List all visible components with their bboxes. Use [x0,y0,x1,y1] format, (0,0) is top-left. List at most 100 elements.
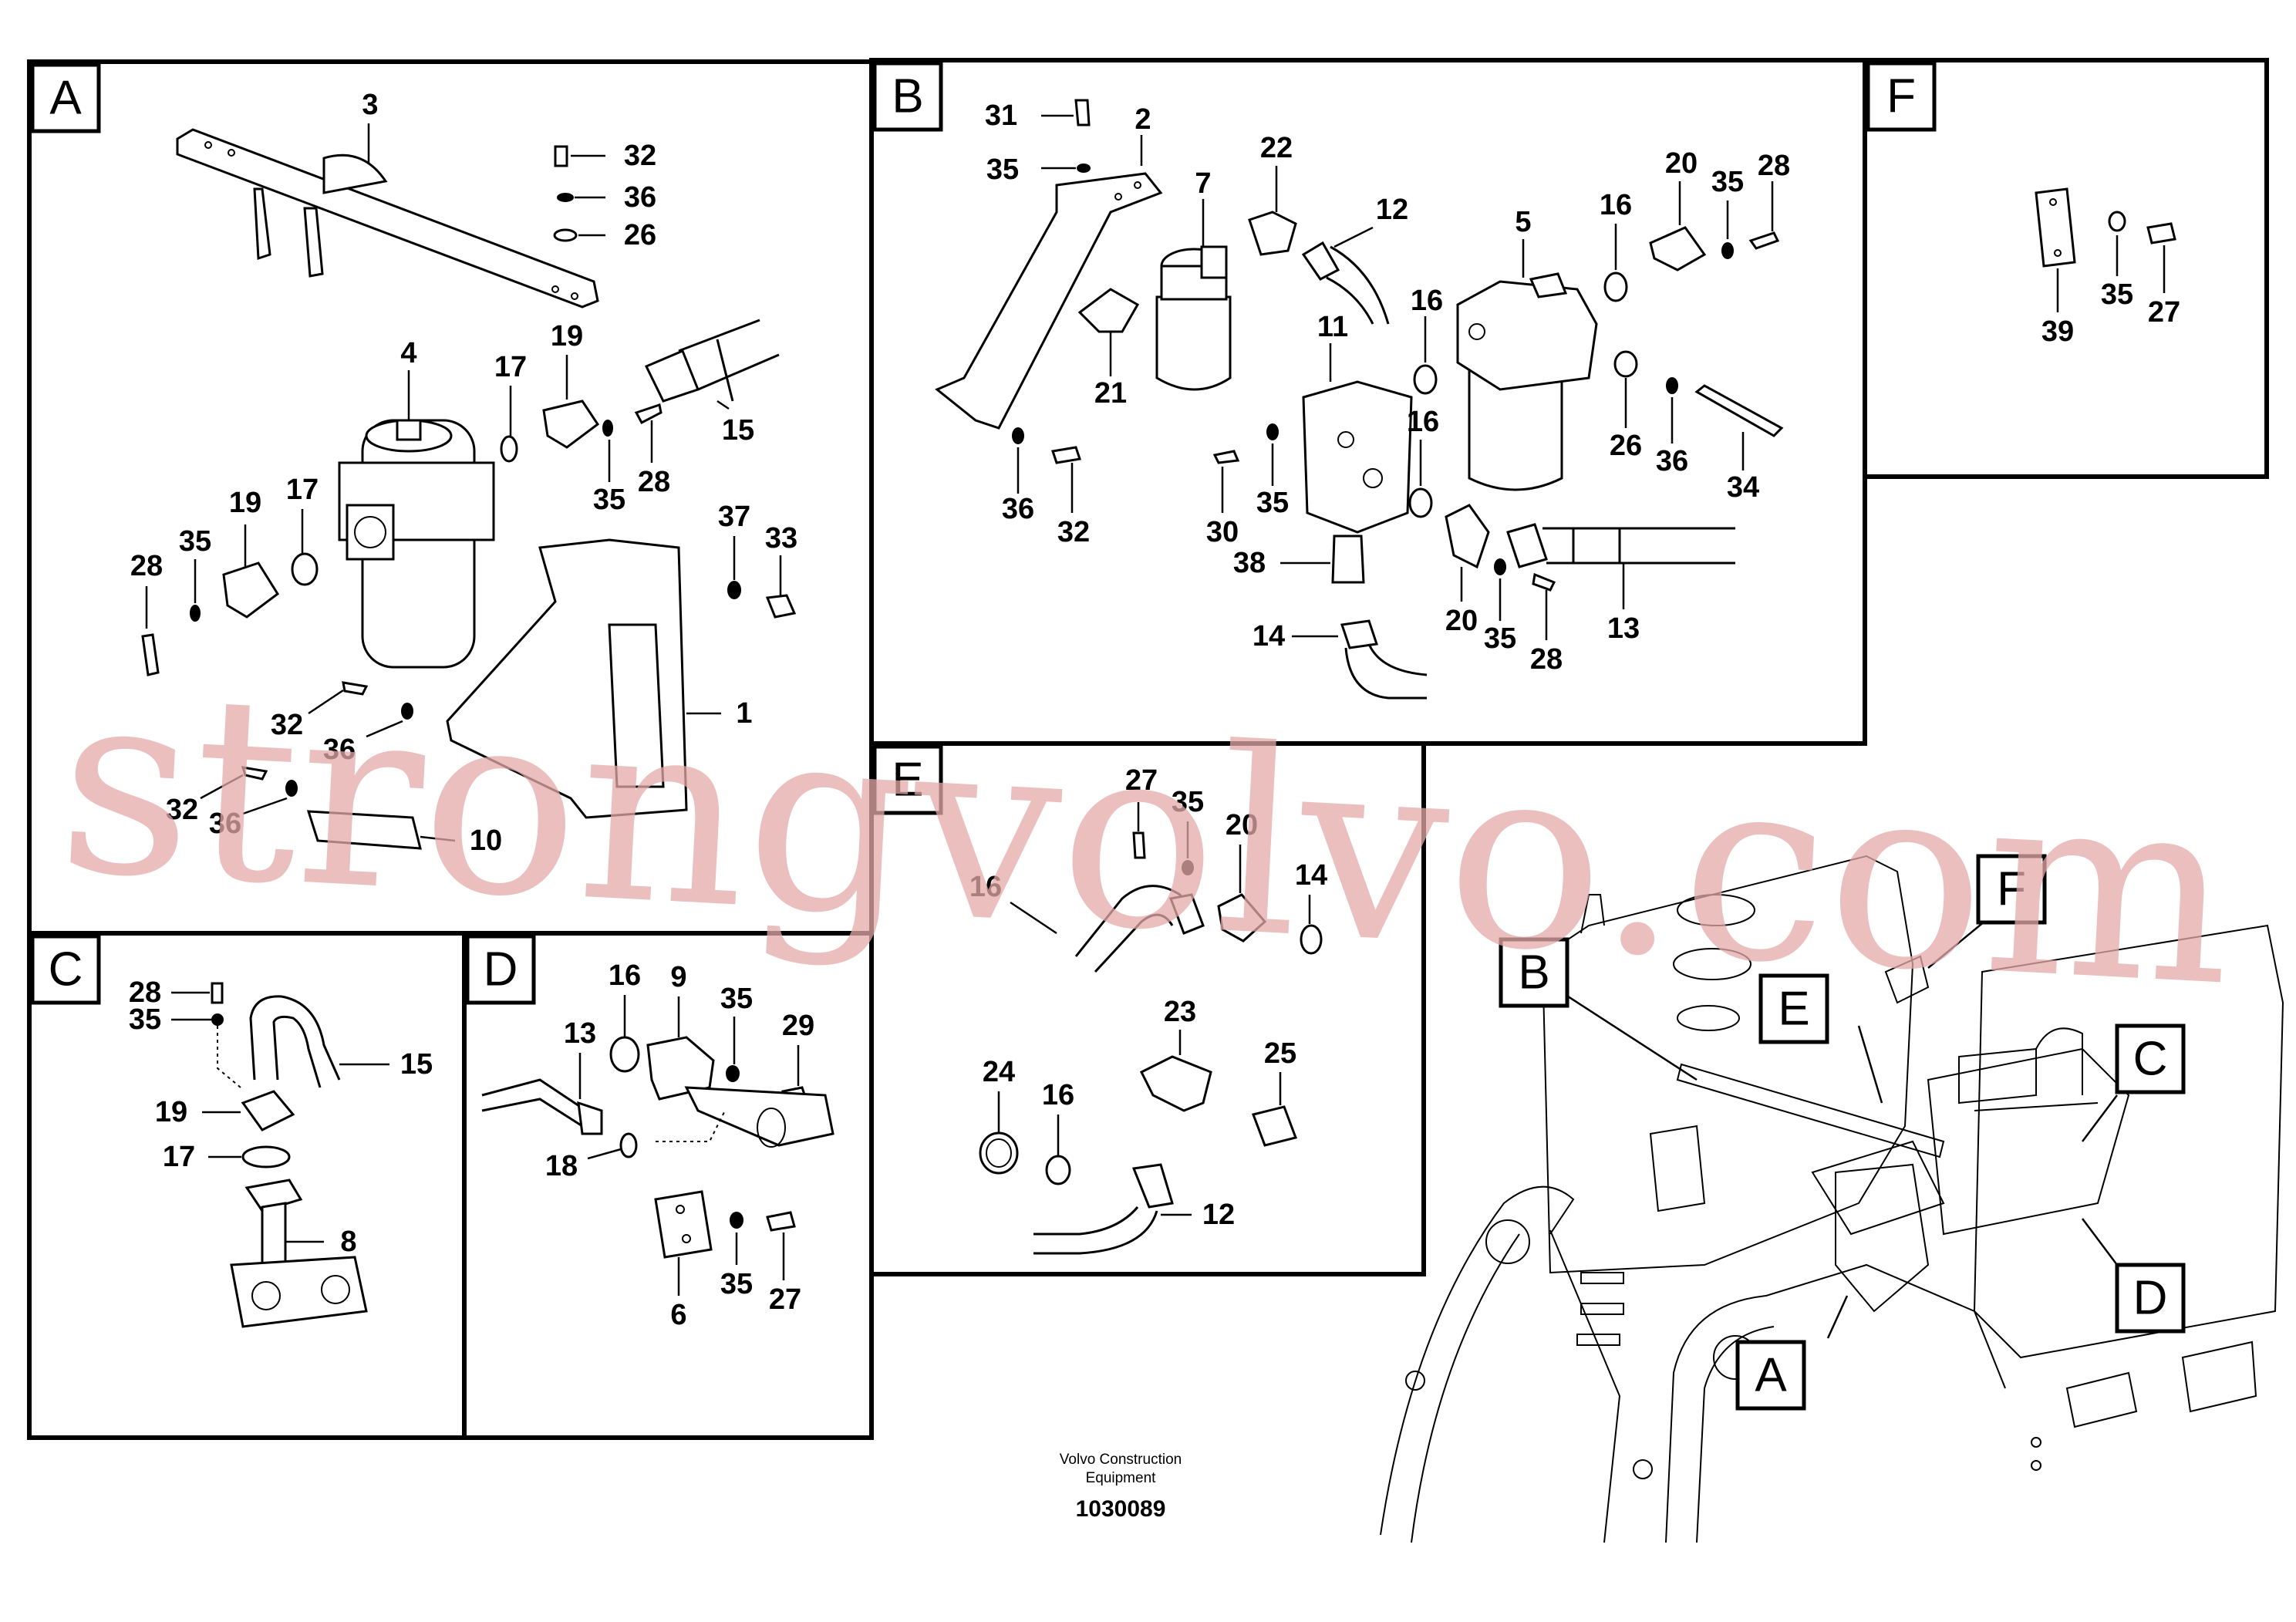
callout-d-16: 16 [609,959,641,992]
callout-a-1: 1 [736,697,752,730]
callout-b-35: 35 [986,153,1019,186]
callout-b-12: 12 [1376,194,1408,226]
callout-b-16c: 16 [1407,406,1439,438]
overview-tag-a: A [1755,1349,1787,1402]
machine-overview: F B E C D A [1380,854,2284,1543]
callout-b-26: 26 [1610,430,1642,462]
panel-e-label: E [892,754,923,807]
callout-f-35: 35 [2101,278,2133,311]
panel-f-label: F [1886,70,1916,123]
callout-e-12: 12 [1202,1199,1235,1231]
callout-a-4: 4 [400,337,416,369]
panel-a-label: A [49,72,82,125]
callout-b-11: 11 [1317,311,1348,343]
callout-b-32: 32 [1057,516,1090,548]
callout-b-34: 34 [1727,471,1759,504]
callout-b-22: 22 [1260,132,1293,164]
callout-b-35c: 35 [1256,487,1289,519]
drawing-number: 1030089 [1076,1496,1166,1522]
callout-e-14: 16 [969,871,1002,903]
overview-tag-f: F [1997,863,2026,916]
overview-tag-e: E [1778,983,1809,1036]
callout-b-14: 14 [1253,620,1285,653]
callout-c-17: 17 [163,1141,195,1173]
callout-b-5: 5 [1515,206,1531,238]
panel-c: C 28 35 15 19 17 8 [27,931,467,1440]
callout-a-33: 33 [765,522,797,555]
callout-c-28: 28 [129,976,161,1009]
callout-a-37: 37 [718,501,750,533]
callout-b-28b: 28 [1530,643,1563,676]
panel-f: F 39 35 27 [1863,58,2269,479]
callout-a-35: 35 [593,484,625,516]
callout-c-15: 15 [400,1048,433,1081]
callout-d-35b: 35 [720,1268,753,1300]
callout-f-39: 39 [2041,315,2074,348]
overview-tag-b: B [1518,946,1549,1000]
callout-a-36c: 36 [209,808,241,840]
callout-e-24: 24 [983,1056,1015,1088]
company-line-1: Volvo Construction [1060,1452,1182,1468]
callout-e-20: 20 [1226,809,1258,841]
callout-e-27: 27 [1125,764,1158,797]
callout-b-36: 36 [1656,445,1688,477]
company-line-2: Equipment [1086,1470,1157,1486]
callout-d-18: 18 [545,1150,578,1182]
callout-d-6: 6 [670,1299,686,1331]
callout-a-36b: 36 [323,733,356,766]
callout-b-16b: 16 [1411,285,1443,317]
callout-a-26: 26 [624,219,656,251]
overview-tag-d: D [2133,1272,2168,1325]
callout-a-32b: 32 [271,709,303,741]
callout-b-2: 2 [1135,103,1151,136]
panel-b-label: B [892,70,923,123]
callout-f-27: 27 [2148,296,2180,329]
callout-c-19: 19 [155,1096,187,1128]
callout-d-9: 9 [670,961,686,993]
callout-a-28: 28 [638,466,670,498]
panel-e: E 27 35 20 14 16 23 25 24 16 12 [869,741,1426,1276]
callout-b-36b: 36 [1002,493,1034,525]
callout-a-32c: 32 [166,794,198,826]
callout-b-31: 31 [985,99,1017,132]
callout-a-36: 36 [624,181,656,214]
panel-b: B 31 2 35 7 22 12 21 11 [869,58,1867,746]
callout-d-35: 35 [720,983,753,1015]
panel-d: D 16 9 35 29 13 18 6 35 27 [462,931,874,1440]
callout-a-35b: 35 [179,525,211,558]
callout-b-20b: 20 [1445,605,1478,637]
drawing-footer: Volvo Construction Equipment 1030089 [1060,1452,1182,1522]
callout-b-38: 38 [1233,547,1266,579]
callout-d-27: 27 [769,1283,801,1316]
callout-b-30: 30 [1206,516,1239,548]
callout-e-23: 23 [1164,996,1196,1028]
callout-a-19: 19 [551,320,583,352]
callout-d-13: 13 [564,1017,596,1050]
callout-c-8: 8 [340,1226,356,1258]
callout-a-32: 32 [624,140,656,172]
callout-a-19b: 19 [229,487,261,519]
panel-a: A 3 32 36 26 4 17 19 [27,59,874,936]
callout-a-17b: 17 [286,474,319,506]
callout-a-15: 15 [722,414,754,447]
callout-a-17: 17 [494,351,527,383]
callout-b-7: 7 [1195,167,1211,200]
callout-e-16b: 16 [1042,1079,1074,1111]
callout-a-10: 10 [470,824,502,857]
panel-c-label: C [49,943,83,996]
callout-e-25: 25 [1264,1037,1296,1070]
callout-d-29: 29 [782,1010,814,1042]
callout-b-35d: 35 [1484,622,1516,655]
panel-d-label: D [484,943,518,996]
callout-e-16: 14 [1295,859,1327,892]
callout-a-3: 3 [362,89,378,121]
callout-e-35: 35 [1172,786,1204,818]
callout-b-35b: 35 [1711,166,1744,198]
callout-c-35: 35 [129,1003,161,1036]
callout-b-20: 20 [1665,147,1698,180]
callout-b-28: 28 [1758,150,1790,182]
callout-b-21: 21 [1094,377,1127,410]
callout-a-28b: 28 [130,550,163,582]
overview-tag-c: C [2133,1033,2168,1086]
